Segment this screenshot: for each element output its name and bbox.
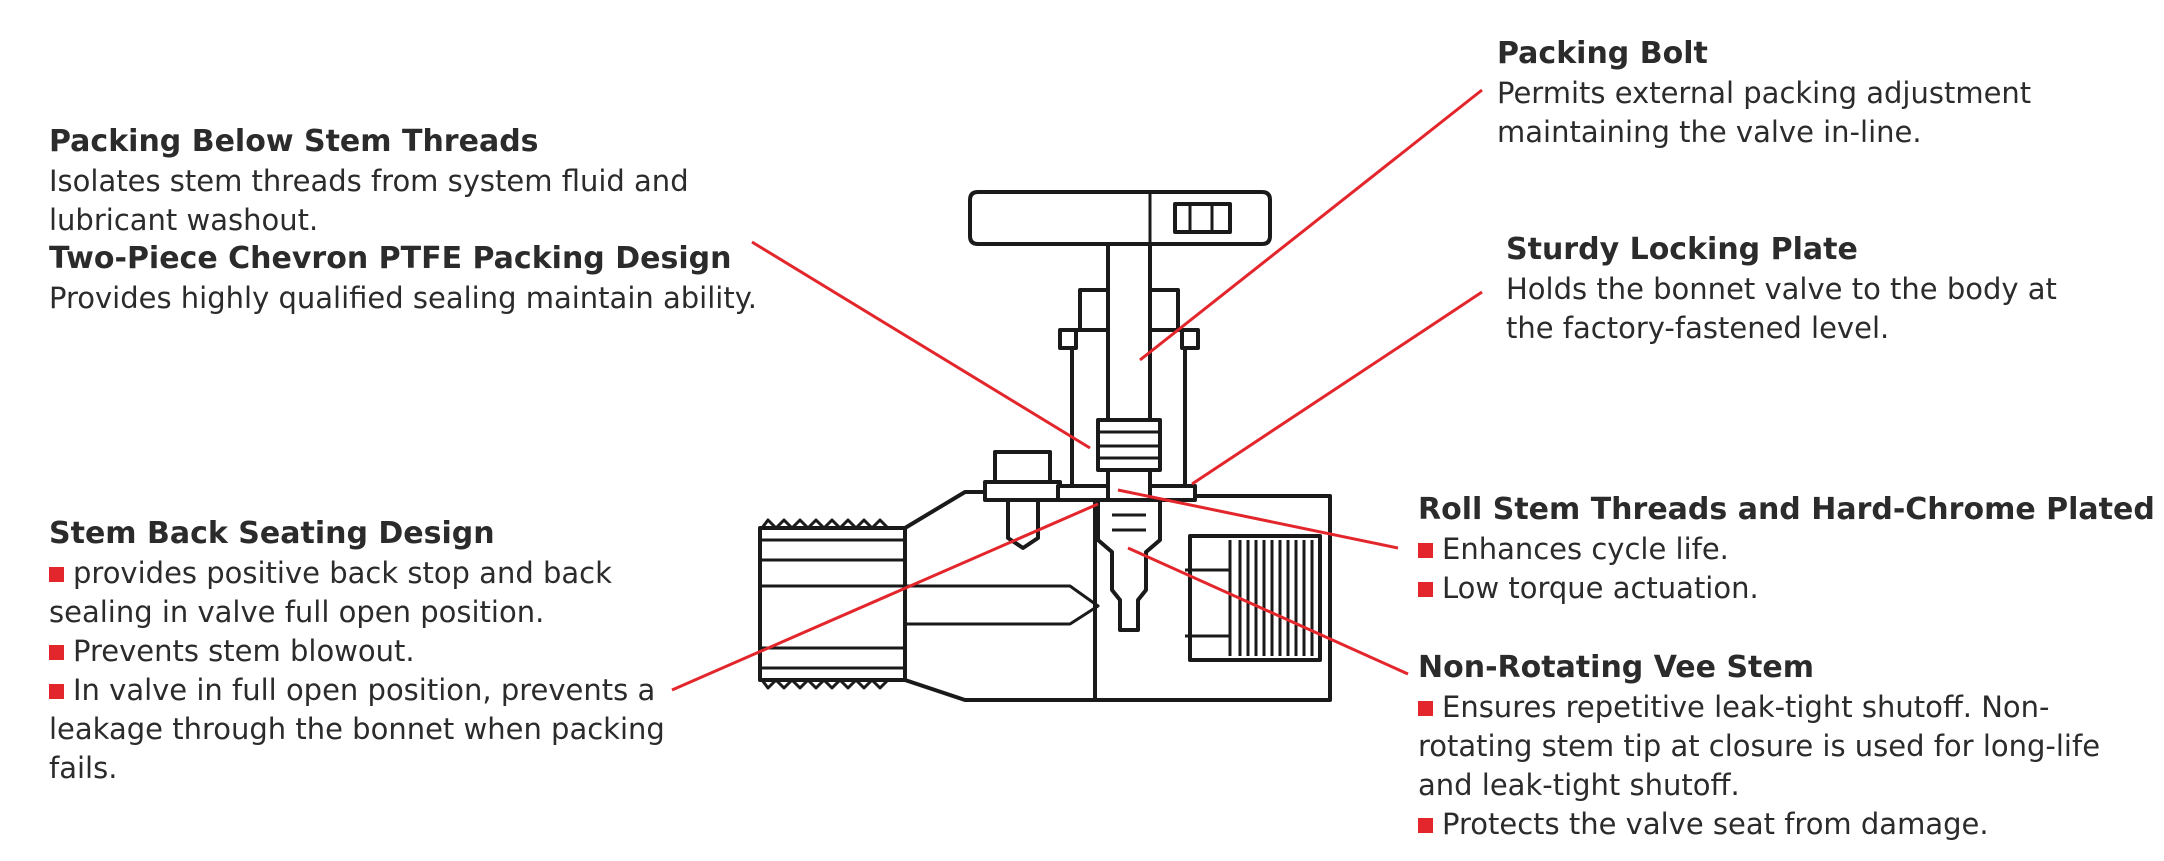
callout-back-seating: Stem Back Seating Design provides positi… [49, 514, 665, 788]
back-seating-bullet: Prevents stem blowout. [49, 632, 665, 671]
bullet-square-icon [1418, 582, 1433, 597]
packing-below-line: Isolates stem threads from system fluid … [49, 164, 689, 198]
back-seating-line: fails. [49, 751, 118, 785]
packing-bolt-line: maintaining the valve in-line. [1497, 115, 1922, 149]
leader-roll-stem [1117, 488, 1399, 550]
roll-stem-bullet: Enhances cycle life. [1418, 530, 2155, 569]
vee-stem-tip [1096, 498, 1162, 632]
roll-stem-title: Roll Stem Threads and Hard-Chrome Plated [1418, 492, 2155, 527]
back-seating-text: provides positive back stop and back [73, 556, 612, 590]
back-seating-line: leakage through the bonnet when packing [49, 712, 665, 746]
leader-packing-below [751, 240, 1091, 450]
back-seating-line: sealing in valve full open position. [49, 595, 545, 629]
bullet-square-icon [1418, 701, 1433, 716]
back-seating-text: In valve in full open position, prevents… [73, 673, 656, 707]
vee-stem-line: rotating stem tip at closure is used for… [1418, 729, 2101, 763]
packing-bolt-title: Packing Bolt [1497, 36, 1708, 71]
packing-below-title: Packing Below Stem Threads [49, 124, 539, 159]
roll-stem-bullet: Low torque actuation. [1418, 569, 2155, 608]
leader-back-seating [671, 502, 1099, 692]
roll-stem-text: Low torque actuation. [1442, 571, 1759, 605]
valve-drawing [758, 190, 1332, 702]
packing-below-line: lubricant washout. [49, 203, 319, 237]
leader-packing-bolt [1139, 88, 1483, 362]
locking-plate-title: Sturdy Locking Plate [1506, 232, 1858, 267]
back-seating-bullet: In valve in full open position, prevents… [49, 671, 665, 710]
vee-stem-bullet: Protects the valve seat from damage. [1418, 805, 2100, 844]
vee-stem-text: Ensures repetitive leak-tight shutoff. N… [1442, 690, 2050, 724]
vee-stem-line: and leak-tight shutoff. [1418, 768, 1740, 802]
bullet-square-icon [1418, 818, 1433, 833]
bullet-square-icon [1418, 543, 1433, 558]
packing-bolt-line: Permits external packing adjustment [1497, 76, 2032, 110]
handle-set-screw [1173, 202, 1232, 234]
callout-locking-plate: Sturdy Locking Plate Holds the bonnet va… [1506, 230, 2057, 348]
callout-roll-stem: Roll Stem Threads and Hard-Chrome Plated… [1418, 490, 2155, 608]
leader-lines [671, 88, 1483, 692]
right-threaded-port [1185, 534, 1322, 662]
back-seating-text: Prevents stem blowout. [73, 634, 415, 668]
locking-plate-line: the factory-fastened level. [1506, 311, 1890, 345]
left-threaded-end [758, 518, 907, 690]
callout-packing-bolt: Packing Bolt Permits external packing ad… [1497, 34, 2031, 152]
vee-stem-title: Non-Rotating Vee Stem [1418, 650, 1814, 685]
back-seating-title: Stem Back Seating Design [49, 516, 495, 551]
callout-chevron: Two-Piece Chevron PTFE Packing Design Pr… [49, 239, 757, 318]
callout-packing-below: Packing Below Stem Threads Isolates stem… [49, 122, 689, 240]
leader-vee-stem [1127, 546, 1409, 676]
vee-stem-text: Protects the valve seat from damage. [1442, 807, 1989, 841]
lock-screw [983, 450, 1062, 550]
locking-plate-line: Holds the bonnet valve to the body at [1506, 272, 2057, 306]
callout-vee-stem: Non-Rotating Vee Stem Ensures repetitive… [1418, 648, 2100, 844]
roll-stem-text: Enhances cycle life. [1442, 532, 1729, 566]
bonnet-nut-right [1180, 328, 1200, 350]
chevron-line: Provides highly qualified sealing mainta… [49, 281, 757, 315]
leader-locking-plate [1191, 290, 1483, 486]
bullet-square-icon [49, 684, 64, 699]
bonnet-nut-left [1058, 328, 1078, 350]
bullet-square-icon [49, 645, 64, 660]
back-seating-bullet: provides positive back stop and back [49, 554, 665, 593]
chevron-title: Two-Piece Chevron PTFE Packing Design [49, 241, 732, 276]
body-flow-passage [760, 584, 1100, 626]
vee-stem-bullet: Ensures repetitive leak-tight shutoff. N… [1418, 688, 2100, 727]
bullet-square-icon [49, 567, 64, 582]
